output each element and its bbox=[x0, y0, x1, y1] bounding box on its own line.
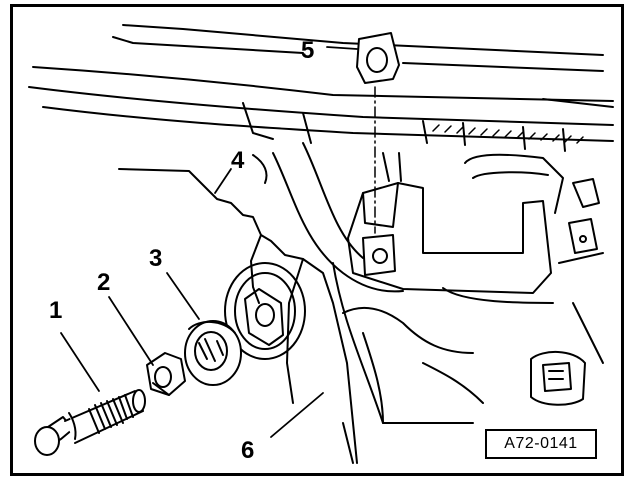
callout-5: 5 bbox=[301, 37, 315, 64]
callout-3: 3 bbox=[149, 245, 163, 272]
upper-body-rail bbox=[28, 24, 614, 152]
leader-1 bbox=[60, 332, 100, 392]
callout-2: 2 bbox=[97, 269, 111, 296]
rail-hatching bbox=[432, 124, 584, 144]
leader-4 bbox=[214, 168, 232, 194]
mounting-opening bbox=[224, 262, 306, 360]
clip-nut-part bbox=[356, 32, 400, 84]
callout-1: 1 bbox=[49, 297, 63, 324]
washer-part bbox=[184, 320, 242, 386]
figure-reference-code: A72-0141 bbox=[485, 429, 597, 459]
body-cavity bbox=[252, 142, 484, 424]
leader-3 bbox=[166, 272, 200, 320]
bolt-part bbox=[34, 389, 146, 456]
diagram-frame: 1 2 3 4 5 6 A72-0141 bbox=[10, 4, 624, 476]
callout-leaders bbox=[60, 46, 358, 438]
leader-5 bbox=[326, 46, 358, 50]
callout-6: 6 bbox=[241, 437, 255, 464]
nut-part bbox=[146, 352, 186, 396]
body-sheet-edge bbox=[118, 168, 358, 464]
leader-6 bbox=[270, 392, 324, 438]
leader-2 bbox=[108, 296, 154, 366]
exploded-view-drawing bbox=[28, 24, 614, 464]
hinge-bracket bbox=[347, 152, 604, 364]
lower-right-bracket bbox=[530, 350, 586, 406]
callout-4: 4 bbox=[231, 147, 245, 174]
